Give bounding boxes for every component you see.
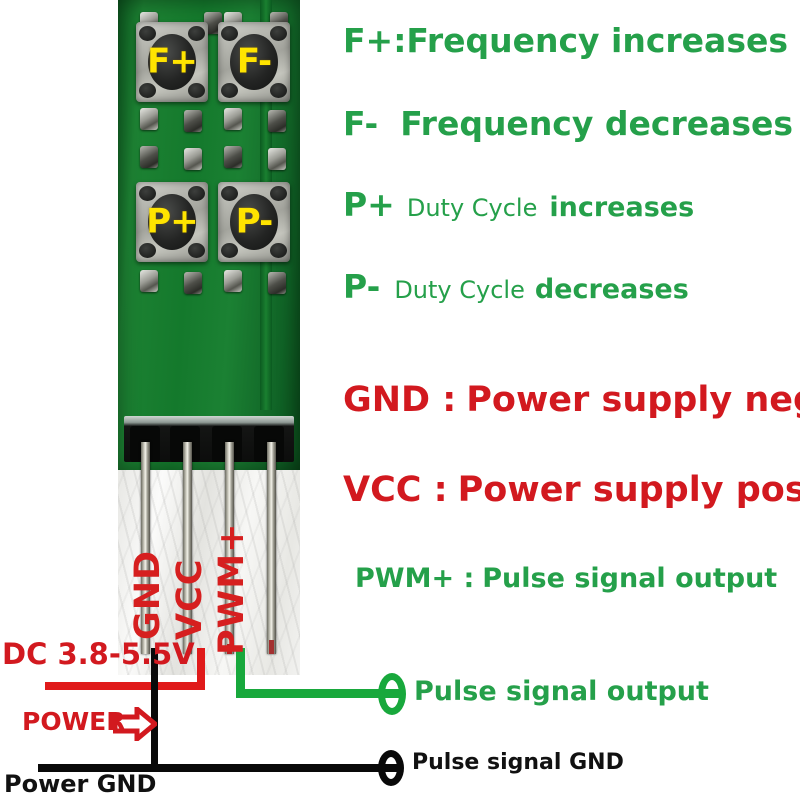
pin-pwm xyxy=(225,442,234,654)
legend-row-vcc: VCC :Power supply positive xyxy=(343,473,800,508)
legend-desc-p-plus: increases xyxy=(549,192,695,223)
legend-row-p-plus: P+ Duty Cycle increases xyxy=(343,188,694,221)
solder-tab xyxy=(268,110,286,132)
wire-gnd-vertical xyxy=(151,648,158,768)
button-corner xyxy=(188,243,205,258)
button-corner xyxy=(188,83,205,98)
power-arrow-icon xyxy=(113,707,157,741)
wire-pwm-horizontal xyxy=(236,689,396,698)
legend-row-f-minus: F- Frequency decreases xyxy=(343,107,793,140)
label-dc-supply: DC 3.8-5.5V xyxy=(2,637,195,671)
pin-gnd xyxy=(141,442,150,654)
legend-desc-f-minus: Frequency decreases xyxy=(400,104,794,143)
button-label-f-plus: F+ xyxy=(147,41,198,82)
pcb-photo: F+ F- xyxy=(62,0,312,700)
wire-vcc-vertical xyxy=(197,648,205,690)
legend-mid-p-minus: Duty Cycle xyxy=(394,276,525,304)
legend-desc-p-minus: decreases xyxy=(534,274,689,305)
button-p-minus[interactable]: P- xyxy=(218,182,290,262)
label-pulse-signal-gnd: Pulse signal GND xyxy=(412,750,624,775)
pin-label-gnd: GND xyxy=(128,549,168,640)
terminal-stub-black xyxy=(388,764,400,772)
legend-key-f-minus: F- xyxy=(343,104,379,143)
legend-desc-vcc: Power supply positive xyxy=(457,470,800,510)
button-label-p-plus: P+ xyxy=(146,201,198,242)
button-corner xyxy=(221,186,238,201)
button-corner xyxy=(139,26,156,41)
button-corner xyxy=(270,26,287,41)
solder-tab xyxy=(140,146,158,168)
label-power: POWER xyxy=(22,707,126,736)
label-pulse-signal-output: Pulse signal output xyxy=(414,676,709,707)
pin-label-vcc: VCC xyxy=(170,558,210,640)
button-f-minus[interactable]: F- xyxy=(218,22,290,102)
legend-mid-p-plus: Duty Cycle xyxy=(406,194,538,222)
button-dome xyxy=(230,194,278,250)
terminal-pulse-gnd[interactable] xyxy=(378,750,404,786)
legend-row-pwm: PWM+ :Pulse signal output xyxy=(355,565,777,592)
legend-desc-gnd: Power supply negative xyxy=(466,380,800,420)
pin-tip-marker xyxy=(227,644,232,654)
button-corner xyxy=(270,186,287,201)
terminal-stub-green xyxy=(390,689,402,698)
button-corner xyxy=(188,186,205,201)
button-dome xyxy=(148,194,196,250)
button-label-p-minus: P- xyxy=(235,201,273,242)
solder-tab xyxy=(140,108,158,130)
button-corner xyxy=(221,243,238,258)
legend-key-gnd: GND : xyxy=(343,380,457,420)
legend-key-pwm: PWM+ : xyxy=(355,563,475,594)
pin-extra xyxy=(267,442,276,654)
pcb-board: F+ F- xyxy=(118,0,300,470)
solder-tab xyxy=(184,272,202,294)
legend-key-p-minus: P- xyxy=(343,267,381,306)
solder-tab xyxy=(184,110,202,132)
solder-tab xyxy=(140,270,158,292)
button-corner xyxy=(221,83,238,98)
button-f-plus[interactable]: F+ xyxy=(136,22,208,102)
label-power-gnd: Power GND xyxy=(4,770,157,798)
legend-row-p-minus: P- Duty Cycle decreases xyxy=(343,270,689,303)
button-corner xyxy=(188,26,205,41)
button-p-plus[interactable]: P+ xyxy=(136,182,208,262)
terminal-pulse-output[interactable] xyxy=(378,673,406,715)
solder-tab xyxy=(184,148,202,170)
legend-row-gnd: GND :Power supply negative xyxy=(343,383,800,418)
button-corner xyxy=(270,83,287,98)
button-corner xyxy=(221,26,238,41)
wire-vcc-horizontal xyxy=(45,682,205,690)
button-corner xyxy=(270,243,287,258)
wire-pwm-vertical xyxy=(236,648,245,696)
wire-gnd-horizontal xyxy=(38,764,388,772)
solder-tab xyxy=(268,272,286,294)
solder-tab xyxy=(224,270,242,292)
pin-tip-marker xyxy=(269,640,274,654)
button-corner xyxy=(139,243,156,258)
legend-key-p-plus: P+ xyxy=(343,185,395,224)
button-corner xyxy=(139,186,156,201)
button-dome xyxy=(148,34,196,90)
legend-desc-f-plus: Frequency increases xyxy=(406,21,788,60)
legend-desc-pwm: Pulse signal output xyxy=(482,563,778,594)
pin-vcc xyxy=(183,442,192,654)
legend-row-f-plus: F+:Frequency increases xyxy=(343,24,788,57)
button-label-f-minus: F- xyxy=(236,41,272,82)
solder-tab xyxy=(224,108,242,130)
solder-tab xyxy=(268,148,286,170)
button-corner xyxy=(139,83,156,98)
pin-label-pwm: PWM+ xyxy=(212,522,252,655)
button-dome xyxy=(230,34,278,90)
legend-key-vcc: VCC : xyxy=(343,470,448,510)
solder-tab xyxy=(224,146,242,168)
solder-tab xyxy=(204,12,222,34)
legend-key-f-plus: F+: xyxy=(343,21,407,60)
